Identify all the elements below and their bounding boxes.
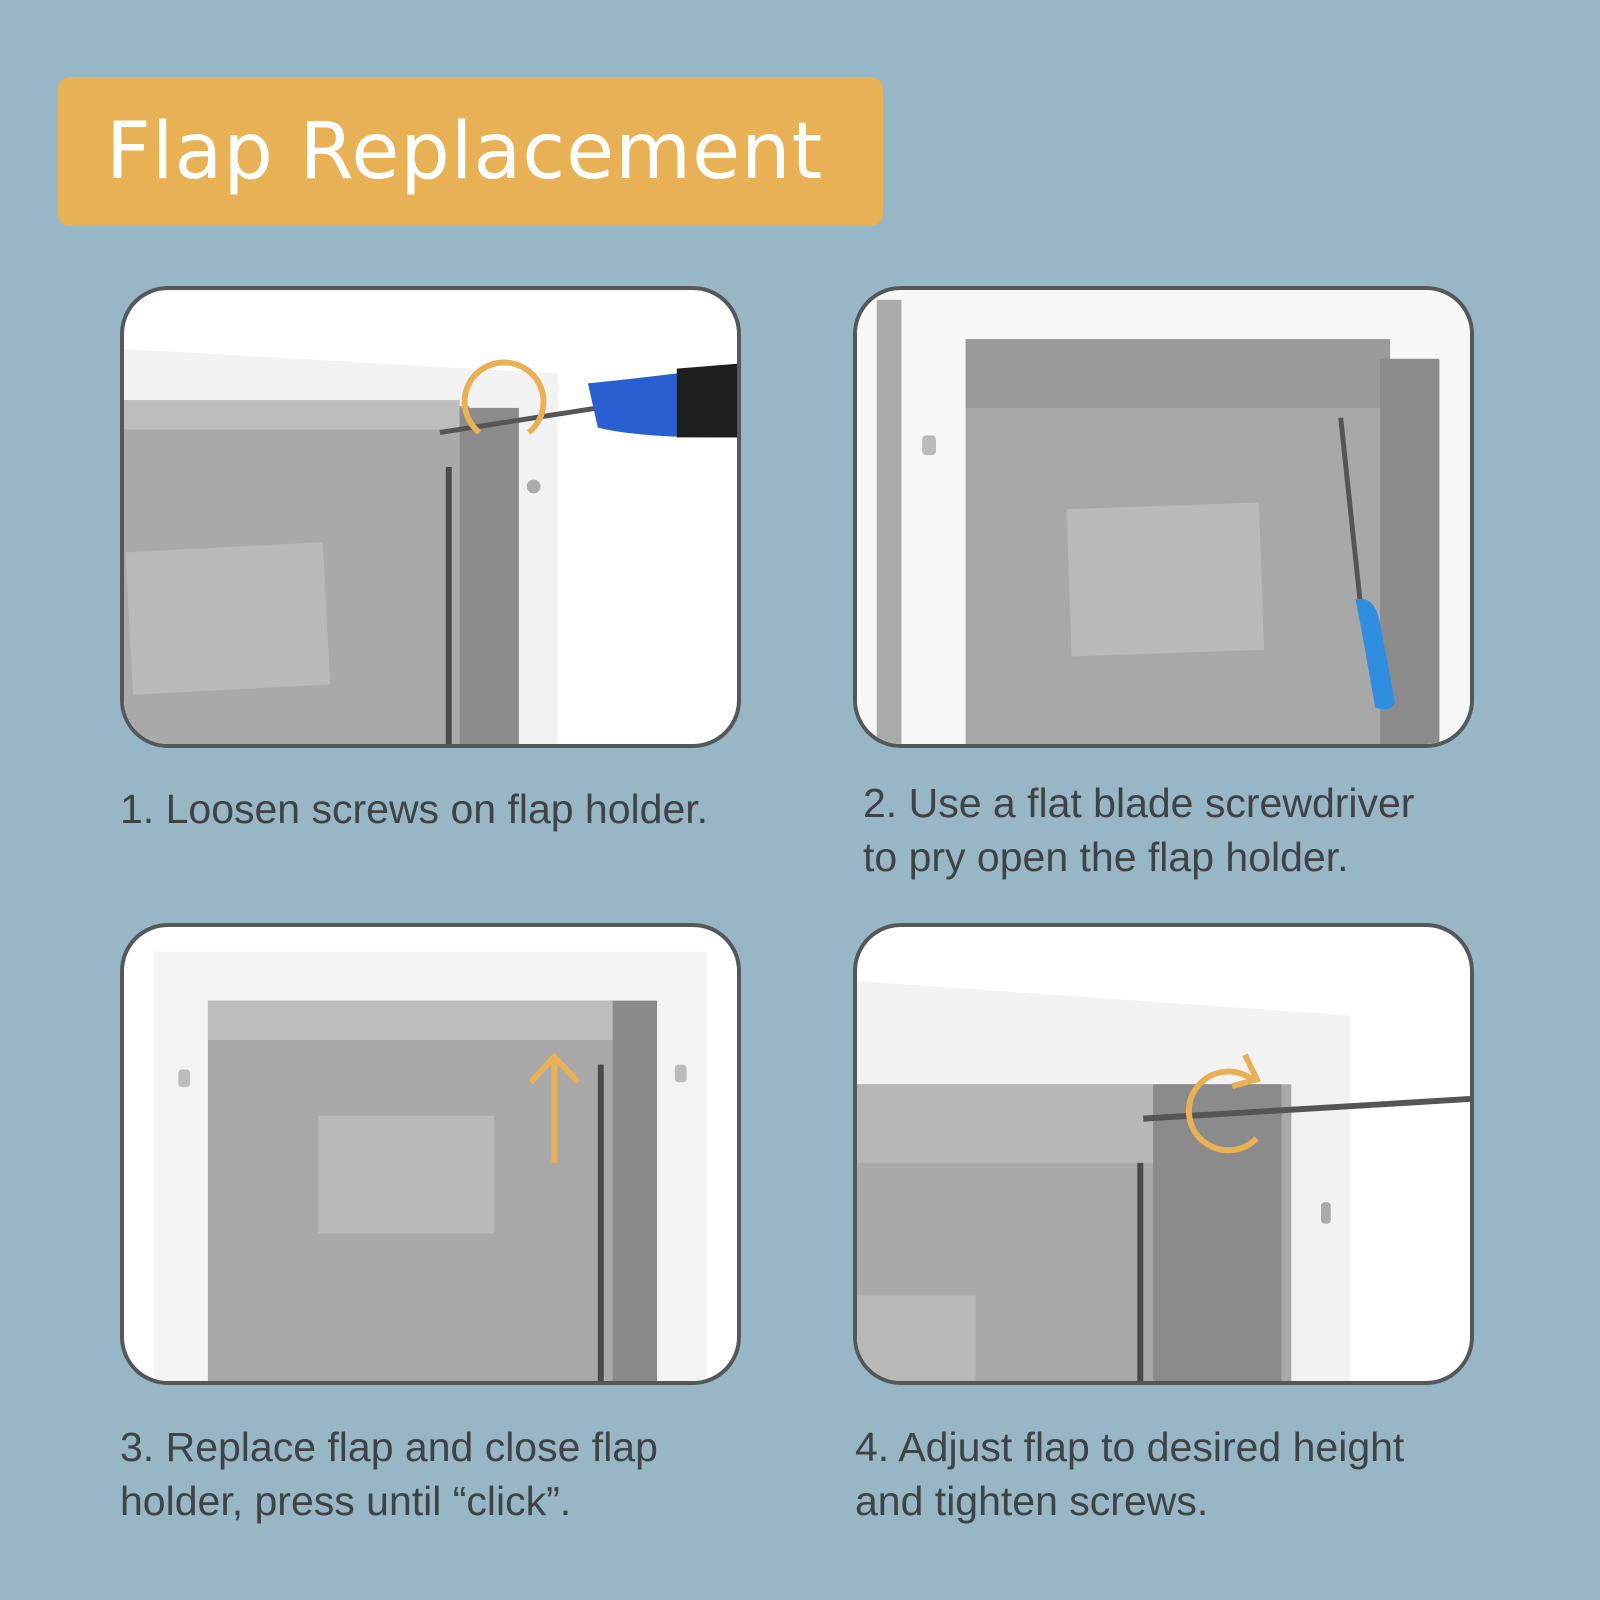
step-2-caption: 2. Use a flat blade screwdriver to pry o… <box>863 776 1414 884</box>
caption-line: 2. Use a flat blade screwdriver <box>863 780 1415 826</box>
step-4-caption: 4. Adjust flap to desired height and tig… <box>855 1420 1404 1528</box>
step-1-caption: 1. Loosen screws on flap holder. <box>120 782 708 836</box>
step-1-illustration <box>120 286 741 748</box>
caption-line: 1. Loosen screws on flap holder. <box>120 786 709 832</box>
step-3-illustration <box>120 923 741 1385</box>
caption-line: 3. Replace flap and close flap <box>120 1424 658 1470</box>
page-title: Flap Replacement <box>106 107 824 197</box>
caption-line: and tighten screws. <box>855 1478 1209 1524</box>
step-2-illustration <box>853 286 1474 748</box>
caption-line: holder, press until “click”. <box>120 1478 572 1524</box>
caption-line: 4. Adjust flap to desired height <box>855 1424 1405 1470</box>
step-3-caption: 3. Replace flap and close flap holder, p… <box>120 1420 658 1528</box>
caption-line: to pry open the flap holder. <box>863 834 1349 880</box>
step-4-illustration <box>853 923 1474 1385</box>
title-banner: Flap Replacement <box>58 77 883 226</box>
